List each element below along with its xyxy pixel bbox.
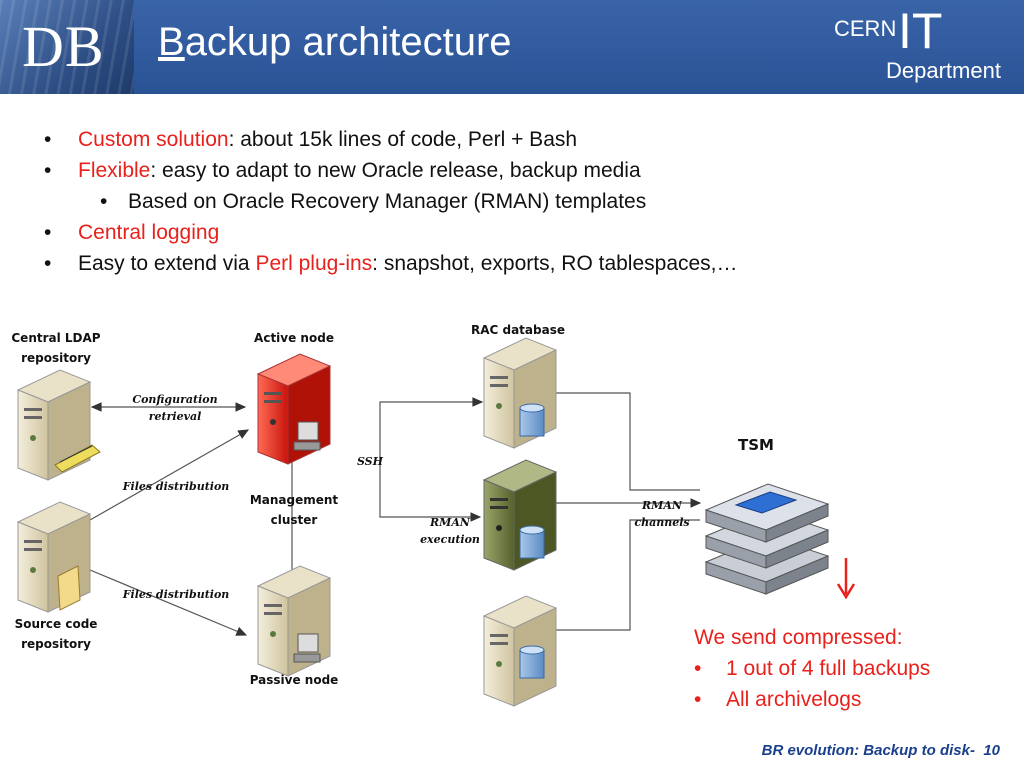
page-number: 10: [983, 742, 1000, 759]
central-ldap-label-1: Central LDAP: [11, 331, 100, 345]
title-first-letter: B: [158, 20, 185, 64]
source-code-label-1: Source code: [15, 617, 98, 631]
passive-node-server: [256, 565, 332, 677]
config-retrieval-label-1: Configuration: [132, 393, 217, 406]
config-retrieval-label-2: retrieval: [149, 410, 202, 423]
ssh-label: SSH: [357, 455, 384, 468]
management-cluster-label-1: Management: [250, 493, 339, 507]
cern-it-logo: CERN IT Department: [812, 3, 1012, 88]
note-heading: We send compressed:: [694, 626, 903, 649]
db-logo-text: DB: [22, 14, 105, 79]
backup-architecture-diagram: Central LDAP repository Active node RAC …: [11, 323, 856, 707]
passive-node-label: Passive node: [250, 673, 339, 687]
management-cluster-label-2: cluster: [271, 513, 318, 527]
it-word: IT: [898, 3, 943, 59]
title-rest: ackup architecture: [184, 20, 512, 64]
central-ldap-label-2: repository: [21, 351, 91, 365]
central-ldap-server: [16, 369, 101, 481]
tsm-label: TSM: [738, 436, 774, 454]
source-code-label-2: repository: [21, 637, 91, 651]
rac-server-middle: [482, 459, 558, 571]
active-node-label: Active node: [254, 331, 334, 345]
files-distribution-label-2: Files distribution: [122, 588, 230, 601]
footer-text: BR evolution: Backup to disk-: [761, 742, 975, 759]
slide-title: Backup architecture: [158, 22, 512, 62]
rac-database-label: RAC database: [471, 323, 565, 337]
files-distribution-label-1: Files distribution: [122, 480, 230, 493]
cern-word: CERN: [834, 16, 897, 41]
rac-server-bottom: [482, 595, 558, 707]
rman-execution-label-2: execution: [420, 533, 480, 546]
rman-channels-label-1: RMAN: [641, 499, 683, 512]
footer: BR evolution: Backup to disk- 10: [762, 742, 1000, 759]
down-arrow-icon: [836, 558, 856, 600]
tsm-tape-library: [704, 483, 830, 595]
active-node-server: [256, 353, 332, 465]
db-logo: DB: [0, 0, 134, 94]
department-word: Department: [886, 58, 1001, 83]
source-code-server: [16, 501, 92, 613]
rac-server-top: [482, 337, 558, 449]
rman-execution-label-1: RMAN: [429, 516, 471, 529]
title-bar: DB Backup architecture CERN IT Departmen…: [0, 0, 1024, 94]
rman-channels-label-2: channels: [634, 516, 689, 529]
